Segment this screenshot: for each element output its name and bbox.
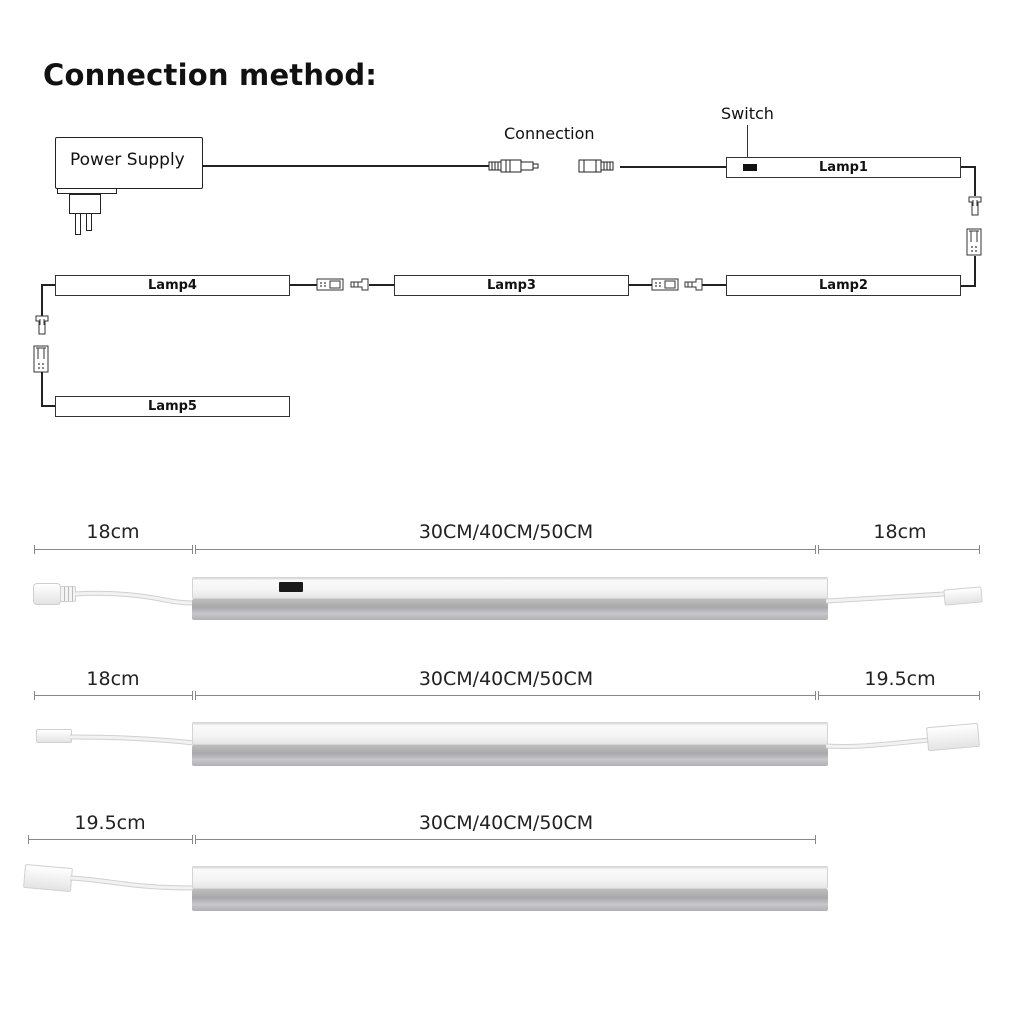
cable [826, 737, 930, 750]
wire [620, 166, 726, 168]
dimension-line [34, 695, 192, 696]
lamp-aluminum-body [192, 745, 828, 766]
2pin-male-connector-icon [23, 863, 73, 893]
right-dimension: 18cm [873, 521, 927, 543]
lamp1-label: Lamp1 [819, 160, 868, 175]
2pin-female-connector-icon [36, 729, 72, 743]
power-supply-label: Power Supply [70, 150, 185, 170]
dim-tick [815, 835, 816, 844]
lamp5-label: Lamp5 [148, 399, 197, 414]
wire [961, 166, 975, 168]
2pin-male-connector-icon [350, 278, 369, 291]
lamp3-box: Lamp3 [394, 275, 629, 296]
lamp2-label: Lamp2 [819, 278, 868, 293]
dc-female-plug-icon [33, 583, 61, 605]
wire [41, 284, 43, 316]
dim-tick [979, 545, 980, 554]
lamp-diffuser [192, 866, 828, 889]
wire [629, 284, 652, 286]
lamp4-box: Lamp4 [55, 275, 290, 296]
dimension-line [195, 839, 815, 840]
lamp3-label: Lamp3 [487, 278, 536, 293]
wire [974, 166, 976, 196]
power-plug-plate [57, 189, 117, 194]
wire [289, 284, 317, 286]
lamp-diffuser [192, 722, 828, 745]
dim-tick [192, 835, 193, 844]
center-dimension: 30CM/40CM/50CM [418, 812, 594, 834]
power-supply-box [55, 137, 203, 189]
lamp5-box: Lamp5 [55, 396, 290, 417]
2pin-female-connector-icon [966, 228, 982, 256]
wire [961, 285, 976, 287]
dimension-line [34, 549, 192, 550]
lamp-diffuser [192, 577, 828, 599]
2pin-male-connector-icon [684, 278, 703, 291]
2pin-female-connector-icon [33, 345, 49, 373]
lamp-aluminum-body [192, 599, 828, 620]
dim-tick [192, 691, 193, 700]
2pin-male-connector-icon [943, 586, 983, 606]
plug-pin-icon [75, 213, 81, 235]
connection-label: Connection [504, 124, 595, 143]
cable [75, 590, 194, 606]
left-dimension: 19.5cm [74, 812, 146, 834]
center-dimension: 30CM/40CM/50CM [418, 668, 594, 690]
lamp4-label: Lamp4 [148, 278, 197, 293]
power-plug-icon [69, 194, 101, 214]
dimension-line [28, 839, 192, 840]
dim-tick [815, 545, 816, 554]
dim-tick [192, 545, 193, 554]
wire [369, 284, 394, 286]
left-dimension: 18cm [86, 521, 140, 543]
lamp-aluminum-body [192, 889, 828, 911]
lamp2-box: Lamp2 [726, 275, 961, 296]
dimension-line [195, 695, 815, 696]
dimension-line [195, 549, 815, 550]
2pin-female-connector-icon [316, 278, 344, 291]
cable [70, 875, 195, 891]
lamp1-box: Lamp1 [726, 157, 961, 178]
wire [41, 372, 43, 406]
left-dimension: 18cm [86, 668, 140, 690]
2pin-male-connector-icon [35, 315, 49, 335]
switch-pointer-line [747, 125, 748, 163]
dim-tick [815, 691, 816, 700]
page-title: Connection method: [43, 58, 378, 92]
switch-sensor-icon [279, 582, 303, 592]
dc-male-connector-icon [488, 159, 539, 173]
2pin-female-connector-icon [651, 278, 679, 291]
dimension-line [818, 695, 980, 696]
plug-grip-icon [60, 586, 76, 602]
2pin-male-connector-icon [926, 722, 980, 752]
plug-pin-icon [86, 213, 92, 231]
center-dimension: 30CM/40CM/50CM [418, 521, 594, 543]
dimension-line [818, 549, 980, 550]
wire [41, 405, 55, 407]
wire [41, 284, 55, 286]
switch-icon [743, 164, 757, 171]
cable [70, 734, 195, 746]
cable [826, 591, 945, 604]
wire [702, 284, 726, 286]
dim-tick [979, 691, 980, 700]
right-dimension: 19.5cm [864, 668, 936, 690]
wire [203, 165, 489, 167]
dc-female-connector-icon [578, 159, 614, 173]
switch-label: Switch [721, 104, 774, 123]
wire [974, 256, 976, 286]
2pin-male-connector-icon [968, 196, 982, 216]
